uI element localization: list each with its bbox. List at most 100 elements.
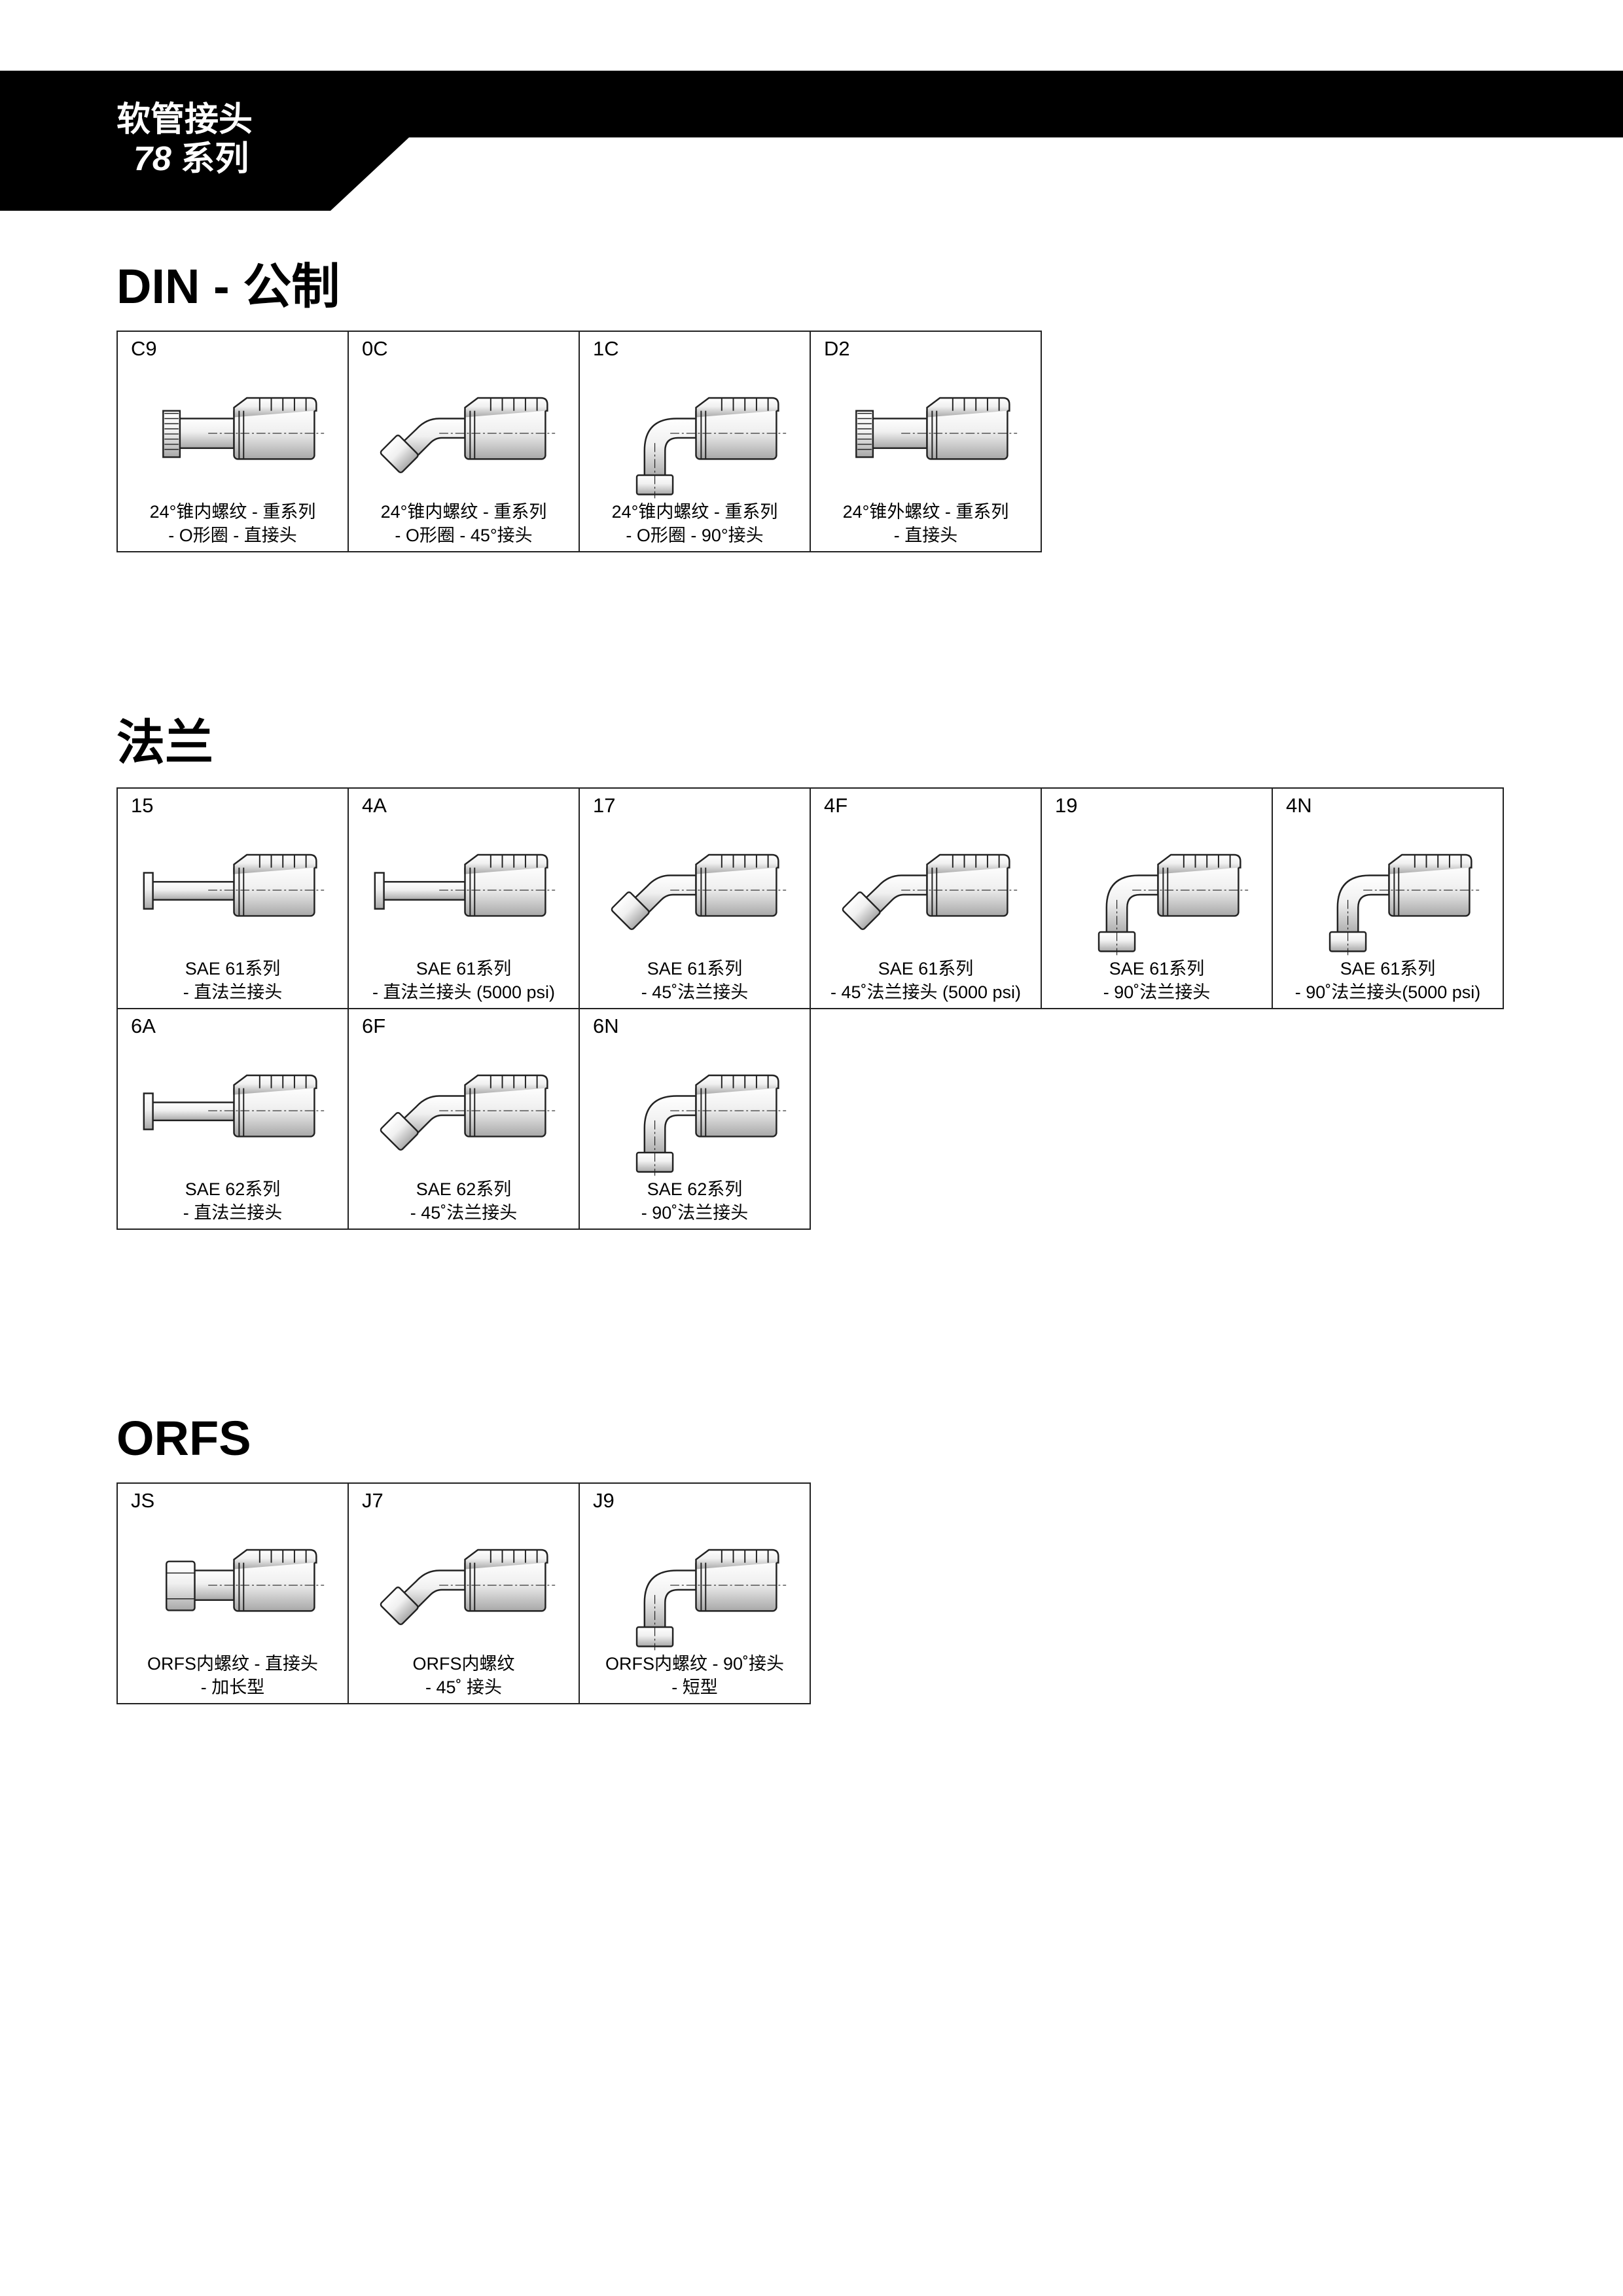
fitting-description: SAE 61系列 - 45˚法兰接头 [580,957,810,1004]
description-line-2: - 直法兰接头 (5000 psi) [372,982,556,1002]
straight-male-fitting-icon [855,397,1018,460]
fitting-code: D2 [824,337,850,360]
description-line-1: SAE 62系列 [416,1179,512,1199]
fitting-code: 19 [1055,794,1078,817]
description-line-2: - 45˚ 接头 [425,1677,503,1697]
series-number: 78 [134,140,171,178]
catalog-title: 软管接头 [116,101,253,139]
fitting-code: 6F [362,1014,386,1037]
fitting-code: 6A [131,1014,156,1037]
description-line-2: - 直法兰接头 [183,1203,283,1223]
section-title-din: DIN - 公制 [116,259,340,314]
fitting-description: SAE 61系列- 90˚法兰接头(5000 psi) [1273,957,1503,1004]
description-line-2: - 短型 [671,1677,718,1697]
fitting-code: 6N [593,1014,619,1037]
description-line-2: - 90˚法兰接头 [641,1203,749,1223]
elbow-90-flange-fitting-icon [1329,853,1480,956]
description-line-2: - 90˚法兰接头 [1103,982,1211,1002]
elbow-45-flange-fitting-icon [842,853,1018,931]
elbow-45-female-fitting-icon [380,397,556,474]
description-line-1: SAE 61系列 [185,959,281,978]
fitting-code: 0C [362,337,388,360]
fitting-cell-6f: 6F SAE 62系列 - 45˚法兰接头 [348,1008,580,1230]
description-line-2: - 45˚法兰接头 [410,1203,518,1223]
straight-orfs-fitting-icon [166,1549,325,1612]
description-line-1: SAE 62系列 [185,1179,281,1199]
straight-flange-fitting-icon [143,853,325,917]
description-line-1: SAE 61系列 [647,959,743,978]
fitting-code: 1C [593,337,619,360]
description-line-2: - 直法兰接头 [183,982,283,1002]
series-label: 78 系列 [116,139,253,179]
fitting-cell-6n: 6N SAE 62系列 - 90˚法兰接头 [579,1008,811,1230]
fitting-cell-1c: 1C 24°锥内螺纹 - 重系列 - O形圈 - 90°接头 [579,331,811,552]
elbow-45-flange-fitting-icon [611,853,787,931]
description-line-1: SAE 61系列 [878,959,974,978]
fitting-description: SAE 62系列 - 45˚法兰接头 [349,1177,579,1225]
description-line-2: - 45˚法兰接头 [641,982,749,1002]
fitting-cell-0c: 0C 24°锥内螺纹 - 重系列 - O形圈 - 45°接头 [348,331,580,552]
description-line-1: 24°锥内螺纹 - 重系列 [380,502,547,522]
fitting-cell-js: JS ORFS内螺纹 - 直接头- 加长型 [116,1482,349,1704]
fitting-cell-d2: D2 24°锥外螺纹 - 重系列- 直接头 [810,331,1042,552]
description-line-2: - O形圈 - 直接头 [168,526,297,545]
straight-flange-fitting-icon [143,1074,325,1138]
fitting-description: ORFS内螺纹 - 直接头- 加长型 [118,1652,348,1699]
elbow-90-female-fitting-icon [635,397,787,499]
fitting-code: J7 [362,1489,383,1512]
fitting-code: 4F [824,794,848,817]
fitting-cell-4a: 4A SAE 61系列 - 直法兰接头 (5000 psi) [348,787,580,1009]
fitting-code: J9 [593,1489,615,1512]
fitting-cell-4n: 4N SAE 61系列- 90˚法兰接头(5000 psi) [1272,787,1504,1009]
elbow-45-orfs-fitting-icon [380,1549,556,1626]
fitting-description: ORFS内螺纹 - 90˚接头 - 短型 [580,1652,810,1699]
description-line-1: SAE 61系列 [1109,959,1205,978]
section-title-flange: 法兰 [116,715,213,770]
description-line-1: SAE 61系列 [416,959,512,978]
elbow-90-orfs-fitting-icon [635,1549,787,1651]
description-line-2: - 45˚法兰接头 (5000 psi) [830,982,1022,1002]
fitting-description: SAE 61系列 - 45˚法兰接头 (5000 psi) [811,957,1041,1004]
fitting-description: 24°锥内螺纹 - 重系列 - O形圈 - 45°接头 [349,500,579,547]
description-line-1: 24°锥内螺纹 - 重系列 [149,502,316,522]
fitting-code: 15 [131,794,154,817]
description-line-1: ORFS内螺纹 [412,1654,515,1674]
description-line-2: - O形圈 - 90°接头 [626,526,764,545]
banner-text: 软管接头 78 系列 [116,100,253,179]
section-title-orfs: ORFS [116,1411,251,1465]
header-banner: 软管接头 78 系列 [0,0,1623,216]
fitting-description: 24°锥内螺纹 - 重系列 - O形圈 - 90°接头 [580,500,810,547]
fitting-code: JS [131,1489,155,1512]
fitting-code: 4A [362,794,387,817]
fitting-description: SAE 61系列 - 直法兰接头 [118,957,348,1004]
straight-female-fitting-icon [162,397,325,460]
description-line-1: ORFS内螺纹 - 90˚接头 [605,1654,785,1674]
description-line-1: 24°锥内螺纹 - 重系列 [611,502,778,522]
series-suffix: 系列 [181,140,249,178]
fitting-code: 4N [1286,794,1312,817]
straight-flange-fitting-icon [374,853,556,917]
elbow-45-flange-fitting-icon [380,1074,556,1151]
fitting-description: 24°锥内螺纹 - 重系列 - O形圈 - 直接头 [118,500,348,547]
fitting-code: 17 [593,794,616,817]
description-line-2: - 直接头 [893,526,958,545]
elbow-90-flange-fitting-icon [1097,853,1249,956]
fitting-code: C9 [131,337,157,360]
description-line-2: - O形圈 - 45°接头 [395,526,533,545]
fitting-description: SAE 61系列 - 90˚法兰接头 [1042,957,1272,1004]
description-line-1: ORFS内螺纹 - 直接头 [147,1654,318,1674]
fitting-description: SAE 62系列 - 90˚法兰接头 [580,1177,810,1225]
banner-shape [0,71,1623,211]
fitting-description: SAE 61系列 - 直法兰接头 (5000 psi) [349,957,579,1004]
description-line-1: SAE 62系列 [647,1179,743,1199]
fitting-description: ORFS内螺纹 - 45˚ 接头 [349,1652,579,1699]
description-line-2: - 90˚法兰接头(5000 psi) [1294,982,1481,1002]
fitting-description: 24°锥外螺纹 - 重系列- 直接头 [811,500,1041,547]
fitting-cell-4f: 4F SAE 61系列 - 45˚法兰接头 (5000 psi) [810,787,1042,1009]
fitting-cell-c9: C9 24°锥内螺纹 - 重系列 - O形圈 - 直接头 [116,331,349,552]
